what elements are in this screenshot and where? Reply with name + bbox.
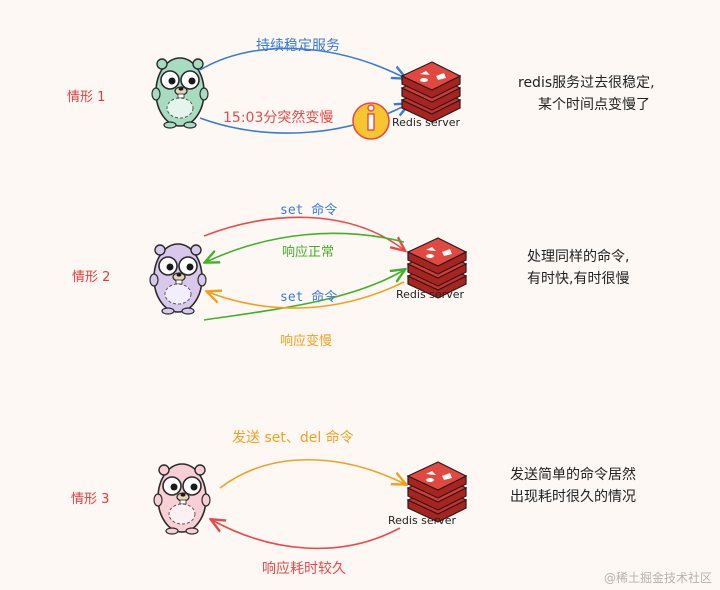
arrow-response-normal-label: 响应正常 — [282, 244, 334, 260]
arrow-response-normal — [206, 232, 405, 262]
redis-server-label: Redis server — [388, 514, 456, 527]
arrow-send-commands-label: 发送 set、del 命令 — [232, 429, 354, 446]
scenario-2-label: 情形 2 — [72, 270, 111, 285]
arrow-set-command-1-label: set 命令 — [280, 202, 337, 218]
redis-server-icon — [401, 61, 461, 123]
scenario-3: 发送 set、del 命令 响应耗时较久 Redis server — [153, 429, 467, 577]
arrow-stable-service-label: 持续稳定服务 — [256, 37, 340, 54]
scenario-2-description-line-1: 处理同样的命令, — [527, 249, 630, 265]
gopher-purple-icon — [149, 243, 207, 315]
arrow-response-slow-label: 响应变慢 — [280, 333, 332, 349]
scenario-3-description: 发送简单的命令居然 出现耗时很久的情况 — [510, 464, 636, 508]
arrow-sudden-slow-label: 15:03分突然变慢 — [223, 109, 333, 126]
scenario-2: set 命令 响应正常 set 命令 响应变慢 Redis server — [149, 202, 467, 349]
watermark: @稀土掘金技术社区 — [603, 571, 712, 585]
scenario-1-description-line-2: 某个时间点变慢了 — [538, 97, 650, 113]
warning-icon — [352, 102, 390, 140]
arrow-set-command-1 — [203, 216, 404, 250]
arrow-response-long — [212, 520, 401, 550]
scenario-3-description-line-1: 发送简单的命令居然 — [510, 467, 636, 483]
arrow-send-commands — [219, 459, 405, 489]
redis-server-icon — [407, 461, 467, 523]
scenario-1-description: redis服务过去很稳定, 某个时间点变慢了 — [518, 72, 655, 116]
scenario-1: 持续稳定服务 15:03分突然变慢 Redis server — [151, 37, 461, 140]
scenario-3-description-line-2: 出现耗时很久的情况 — [510, 489, 636, 505]
arrow-set-command-2 — [203, 270, 404, 321]
gopher-green-icon — [151, 57, 209, 129]
redis-server-label: Redis server — [396, 288, 464, 301]
arrow-response-long-label: 响应耗时较久 — [262, 560, 346, 577]
arrow-response-slow — [208, 281, 405, 309]
arrow-stable-service — [199, 47, 405, 78]
scenario-1-label: 情形 1 — [67, 90, 106, 105]
scenario-1-description-line-1: redis服务过去很稳定, — [518, 75, 655, 91]
scenario-2-description-line-2: 有时快,有时很慢 — [527, 271, 630, 287]
redis-server-label: Redis server — [392, 116, 460, 129]
arrow-set-command-2-label: set 命令 — [280, 289, 337, 305]
scenario-2-description: 处理同样的命令, 有时快,有时很慢 — [527, 246, 629, 290]
scenario-3-label: 情形 3 — [71, 492, 110, 507]
gopher-pink-icon — [153, 463, 211, 535]
